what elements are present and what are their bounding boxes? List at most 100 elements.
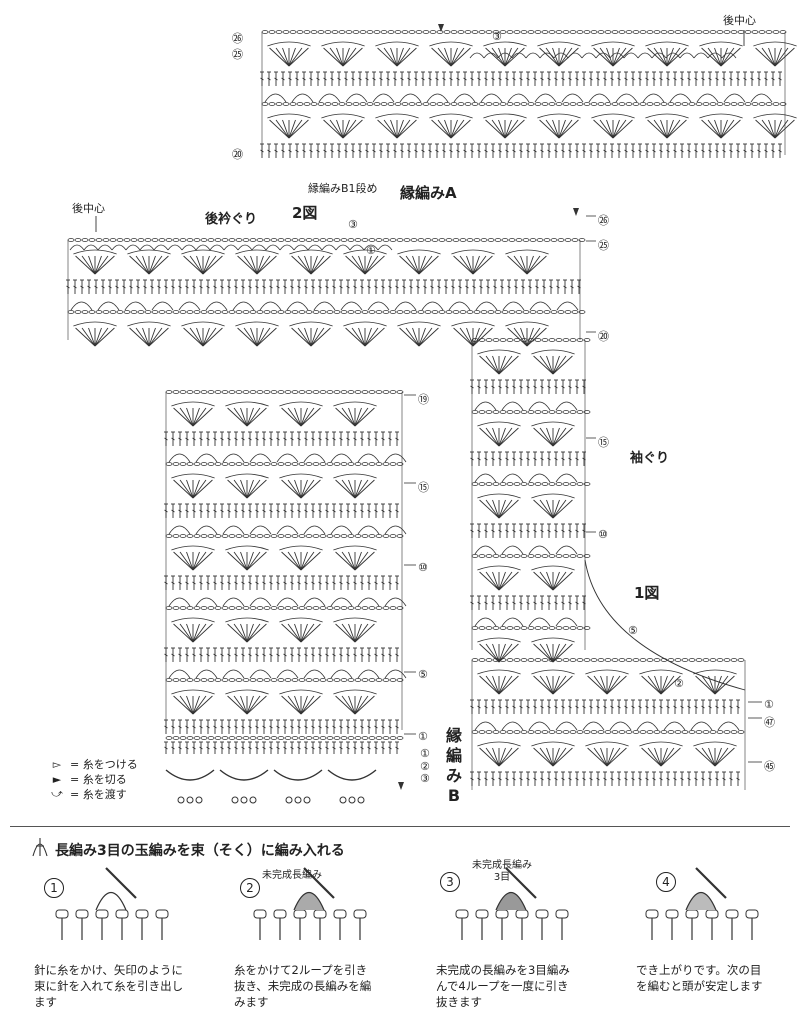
chain-stitch — [151, 238, 159, 242]
fan-stitch — [418, 255, 433, 275]
chain-stitch — [326, 390, 334, 394]
fan-stitch — [294, 695, 302, 715]
double-crochet-bar — [171, 746, 175, 750]
chain-stitch — [312, 678, 320, 682]
neckline-wave — [349, 244, 365, 251]
double-crochet-bar — [318, 437, 322, 441]
yarn-loop — [455, 909, 469, 919]
chain-stitch — [289, 102, 297, 106]
fan-arc — [181, 249, 225, 255]
double-crochet-bar — [339, 581, 343, 585]
fan-stitch — [192, 551, 213, 571]
fan-arc — [477, 421, 521, 427]
chain-stitch — [144, 310, 152, 314]
yarn-loop — [155, 909, 169, 919]
chain-arch — [555, 617, 578, 627]
neckline-wave — [293, 244, 309, 251]
double-crochet-bar — [297, 653, 301, 657]
double-crochet-bar — [561, 457, 565, 461]
chain-arch — [357, 597, 380, 607]
fan-stitch — [714, 119, 722, 139]
double-crochet-bar — [304, 653, 308, 657]
fan-stitch — [472, 255, 480, 275]
chain-stitch — [394, 30, 402, 34]
chain-stitch — [382, 310, 390, 314]
fan-stitch — [558, 47, 573, 67]
double-crochet-bar — [276, 509, 280, 513]
double-crochet-bar — [192, 509, 196, 513]
fan-stitch — [546, 427, 554, 447]
chain-stitch — [625, 30, 633, 34]
double-crochet-bar — [325, 725, 329, 729]
double-crochet-bar — [519, 777, 523, 781]
double-crochet-bar — [269, 581, 273, 585]
fan-stitch — [666, 47, 681, 67]
chain-stitch — [772, 30, 780, 34]
double-crochet-bar — [498, 601, 502, 605]
fan-stitch — [504, 47, 525, 67]
chain-arch — [615, 93, 638, 103]
fan-stitch — [227, 623, 248, 643]
fan-stitch — [287, 695, 302, 715]
double-crochet-bar — [255, 581, 259, 585]
chain-stitch — [228, 238, 236, 242]
fan-stitch — [552, 427, 560, 447]
fan-arc — [639, 741, 683, 747]
double-crochet-bar — [610, 777, 614, 781]
fan-stitch — [342, 119, 363, 139]
chain-stitch — [326, 736, 334, 740]
chain-stitch — [214, 736, 222, 740]
chain-stitch — [268, 102, 276, 106]
row-marker: ② — [674, 677, 684, 690]
double-crochet-bar — [507, 285, 511, 289]
double-crochet-bar — [477, 457, 481, 461]
double-crochet-bar — [421, 149, 425, 153]
chain-stitch — [186, 238, 194, 242]
double-crochet-bar — [171, 581, 175, 585]
fan-stitch — [192, 551, 207, 571]
double-crochet-bar — [255, 653, 259, 657]
double-crochet-bar — [346, 725, 350, 729]
chain-stitch — [340, 310, 348, 314]
neckline-wave — [511, 52, 527, 59]
double-crochet-bar — [276, 725, 280, 729]
double-crochet-bar — [269, 725, 273, 729]
row-marker: ㉕ — [232, 48, 243, 61]
chain-stitch — [389, 678, 397, 682]
double-crochet-bar — [575, 601, 579, 605]
fan-stitch — [558, 119, 573, 139]
chain-stitch — [681, 658, 689, 662]
chain-arch — [528, 545, 551, 555]
fan-stitch — [364, 255, 372, 275]
double-crochet-bar — [505, 77, 509, 81]
fan-stitch — [768, 119, 776, 139]
double-crochet-bar — [255, 509, 259, 513]
fan-stitch — [341, 407, 356, 427]
chain-stitch — [361, 462, 369, 466]
fan-stitch — [552, 47, 560, 67]
chain-stitch — [319, 462, 327, 466]
chain-stitch — [527, 410, 535, 414]
double-crochet-bar — [505, 705, 509, 709]
double-crochet-bar — [500, 285, 504, 289]
double-crochet-bar — [241, 285, 245, 289]
chain-stitch — [319, 534, 327, 538]
chain-stitch — [562, 482, 570, 486]
chain-stitch — [193, 678, 201, 682]
fan-stitch — [485, 643, 500, 663]
fan-stitch — [256, 255, 264, 275]
chain-stitch — [548, 102, 556, 106]
fan-arc — [279, 689, 323, 695]
double-crochet-bar — [248, 746, 252, 750]
chain-stitch — [382, 390, 390, 394]
double-crochet-bar — [346, 285, 350, 289]
double-crochet-bar — [288, 149, 292, 153]
double-crochet-bar — [549, 285, 553, 289]
fan-stitch — [612, 47, 633, 67]
double-crochet-bar — [192, 437, 196, 441]
chain-arch — [588, 93, 611, 103]
fan-stitch — [288, 47, 309, 67]
chain-stitch — [555, 482, 563, 486]
fan-arc — [693, 741, 737, 747]
fan-arc — [333, 545, 377, 551]
